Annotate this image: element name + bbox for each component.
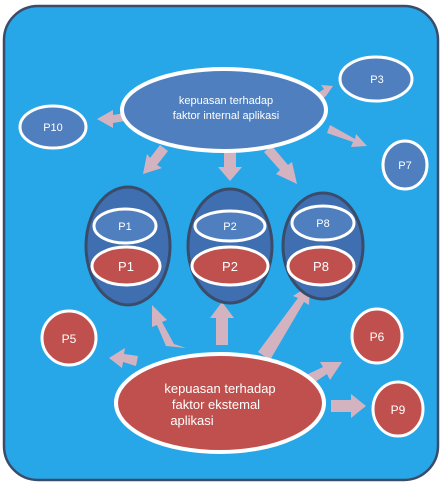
- group-3-external-node: [286, 245, 356, 287]
- external-satisfaction-line1: kepuasan terhadap: [164, 381, 275, 396]
- node-p6-label: P6: [370, 330, 385, 344]
- internal-satisfaction-line1: kepuasan terhadap: [179, 95, 273, 107]
- arrow-to-group2: [218, 151, 242, 181]
- arrow-from-ext-to-group2: [210, 302, 234, 345]
- group-3-internal-label: P8: [316, 218, 329, 230]
- arrow-from-ext-to-group1: [152, 305, 186, 348]
- node-p3-label: P3: [370, 74, 383, 86]
- group-1-internal-node: [92, 207, 158, 245]
- external-arrows: [109, 285, 366, 418]
- internal-satisfaction-line2: faktor internal aplikasi: [173, 110, 279, 122]
- node-p3: [338, 55, 414, 103]
- group-3-external-label: P8: [313, 259, 329, 274]
- arrow-to-group3: [264, 146, 297, 184]
- external-satisfaction-line2: faktor ekstemal: [172, 397, 260, 412]
- group-1-internal-label: P1: [118, 221, 131, 233]
- internal-satisfaction-node: [120, 67, 328, 153]
- node-p5: [40, 309, 98, 367]
- arrow-to-p9: [331, 394, 366, 418]
- node-p10-label: P10: [43, 122, 63, 134]
- arrow-to-group1: [143, 145, 168, 174]
- group-3: P8 P8: [281, 191, 365, 301]
- node-p7: [381, 139, 429, 191]
- arrow-to-p5: [109, 348, 138, 368]
- group-2-external-label: P2: [222, 259, 238, 274]
- group-2-external-node: [190, 245, 270, 287]
- external-satisfaction-node: [114, 352, 326, 454]
- group-2: P2 P2: [186, 187, 274, 305]
- group-2-internal-label: P2: [223, 221, 236, 233]
- external-satisfaction-line3: aplikasi: [170, 413, 213, 428]
- group-1-external-node: [90, 245, 162, 287]
- arrow-from-ext-to-group3: [258, 285, 310, 360]
- node-p5-label: P5: [62, 332, 77, 346]
- node-p7-label: P7: [398, 160, 411, 172]
- arrow-to-p7: [327, 125, 367, 147]
- group-3-internal-node: [290, 204, 356, 242]
- group-2-internal-node: [193, 209, 267, 243]
- node-p10: [18, 104, 88, 150]
- node-p6: [350, 307, 404, 365]
- node-p9: [371, 380, 425, 438]
- arrow-to-p10: [97, 110, 125, 128]
- group-1-external-label: P1: [118, 259, 134, 274]
- node-p9-label: P9: [391, 403, 406, 417]
- group-1: P1 P1: [84, 185, 172, 307]
